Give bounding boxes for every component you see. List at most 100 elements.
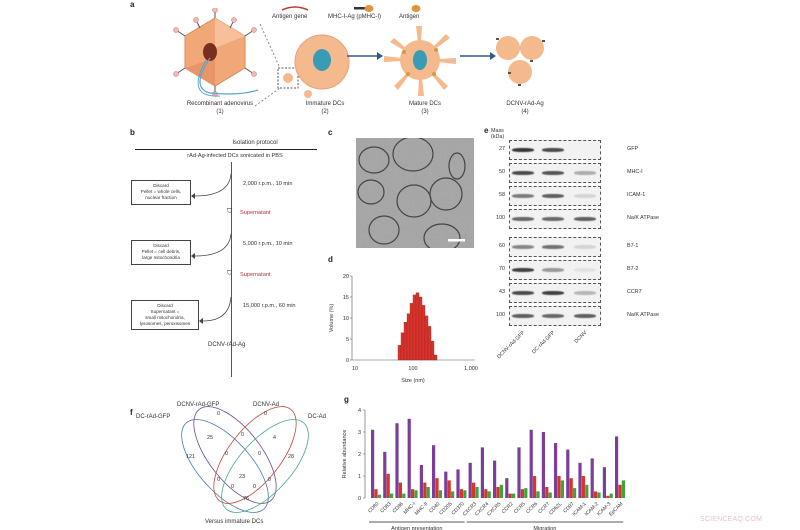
step2-caption: Immature DCs(2) — [290, 100, 360, 116]
svg-text:3: 3 — [358, 430, 361, 436]
spin-1: 2,000 r.p.m., 10 min — [243, 181, 293, 187]
svg-text:Volume (%): Volume (%) — [329, 304, 335, 333]
blot-band — [574, 194, 596, 198]
panel-d-label: d — [328, 255, 333, 264]
spin-2: 5,000 r.p.m., 10 min — [243, 241, 293, 247]
immature-dc-icon — [294, 34, 350, 90]
svg-text:5: 5 — [346, 337, 349, 343]
blot-mass: 100 — [496, 312, 505, 318]
arrow-icon — [460, 52, 496, 60]
venn-set-1: DC-rAd-GFP — [136, 414, 171, 420]
blot-mass: 100 — [496, 215, 505, 221]
venn-caption: Versus immature DCs — [205, 519, 264, 525]
svg-text:CCR6: CCR6 — [525, 501, 539, 515]
venn-n-14: 0 — [253, 484, 256, 490]
spin-3: 15,000 r.p.m., 60 min — [243, 303, 296, 309]
blot-band — [512, 171, 534, 175]
step3-num: (3) — [421, 109, 429, 115]
discard-1-l1: Discard — [153, 183, 169, 188]
legend-antigen-gene: Antigen gene — [272, 14, 308, 20]
svg-text:1: 1 — [358, 474, 361, 480]
flow-line — [231, 162, 232, 377]
step2-title: Immature DCs — [305, 101, 345, 107]
discard-2-l1: Discard — [153, 243, 169, 248]
tube-icon: ⛉ — [227, 208, 233, 215]
panel-b-label: b — [130, 128, 135, 137]
venn-n-11: 23 — [239, 474, 245, 480]
venn-n-15: 76 — [243, 496, 249, 502]
step4-caption: DCNV-rAd-Ag(4) — [495, 100, 555, 116]
svg-text:2: 2 — [358, 452, 361, 458]
legend-pmhc: MHC-I-Ag (pMHC-I) — [328, 14, 381, 20]
tem-image — [356, 138, 474, 248]
supernatant-1: Supernatant — [240, 210, 271, 216]
venn-n-8: 0 — [258, 451, 261, 457]
legend-antigen: Antigen — [399, 14, 420, 20]
venn-n-9: 28 — [288, 454, 294, 460]
step3-caption: Mature DCs(3) — [395, 100, 455, 116]
svg-text:Migration: Migration — [533, 526, 556, 530]
blot-band — [512, 245, 534, 249]
step1-num: (1) — [216, 109, 224, 115]
blot-protein-label: B7-1 — [627, 243, 639, 249]
step1-caption: Recombinant adenovirus (1) — [170, 100, 270, 116]
supernatant-2: Supernatant — [240, 272, 271, 278]
venn-set-3: DCNV-Ad — [253, 402, 280, 408]
discard-2-l2: Pellet = cell debris, — [141, 249, 181, 254]
venn-diagram — [181, 406, 309, 513]
blot-protein-label: CCR7 — [627, 289, 642, 295]
step4-num: (4) — [521, 109, 529, 115]
svg-text:10: 10 — [343, 316, 349, 322]
blot-protein-label: ICAM-1 — [627, 192, 646, 198]
discard-1-l2: Pellet = whole cells, — [140, 189, 182, 194]
svg-text:Antigen presentation: Antigen presentation — [391, 526, 442, 530]
blot-band — [574, 314, 596, 318]
venn-set-2: DCNV-rAd-GFP — [177, 402, 220, 408]
blot-band — [574, 217, 596, 221]
title-rule — [135, 149, 317, 150]
svg-text:1,000: 1,000 — [464, 366, 478, 372]
svg-text:100: 100 — [408, 366, 417, 372]
blot-mass: 60 — [499, 243, 505, 249]
blot-lane-label: DCNV-rAd-GFP — [496, 330, 527, 361]
blot-band — [512, 291, 534, 295]
blot-band — [542, 171, 564, 175]
blot-protein-label: GFP — [627, 146, 639, 152]
adenovirus-icon — [173, 8, 259, 97]
curve-arrow-icon — [191, 173, 232, 199]
blot-mass: 50 — [499, 169, 505, 175]
blot-lane-label: DC-rAd-GFP — [531, 330, 557, 356]
svg-text:0: 0 — [346, 358, 349, 364]
pmhc-icon — [354, 5, 374, 12]
blot-protein-label: B7-2 — [627, 266, 639, 272]
protocol-start: rAd-Ag-infected DCs sonicated in PBS — [187, 153, 283, 159]
arrow-icon — [347, 52, 383, 60]
svg-text:CXCR5: CXCR5 — [486, 501, 502, 517]
svg-text:Relative abundance: Relative abundance — [342, 430, 348, 479]
watermark: SCIENCEAQ.COM — [700, 516, 763, 523]
tube-icon: ⛉ — [227, 270, 233, 277]
mature-dc-icon — [384, 26, 456, 96]
svg-text:CCR5: CCR5 — [513, 501, 527, 515]
blot-mass: 70 — [499, 266, 505, 272]
discard-3-l1: Discard — [157, 303, 173, 308]
panel-a-label: a — [130, 0, 135, 9]
blot-band — [542, 148, 564, 152]
blot-band — [512, 314, 534, 318]
blot-band — [542, 245, 564, 249]
dcnv-icon — [496, 36, 545, 86]
svg-text:0: 0 — [358, 496, 361, 502]
antigen-icon — [411, 5, 421, 12]
discard-2-l3: large mitochondria — [142, 255, 180, 260]
panel-g-label: g — [344, 395, 349, 404]
blot-band — [574, 171, 596, 175]
step1-title: Recombinant adenovirus — [186, 101, 254, 107]
discard-3-l4: lysosomes, peroxisomes — [139, 321, 191, 326]
svg-text:Size (nm): Size (nm) — [401, 378, 425, 384]
svg-text:CCR2: CCR2 — [501, 501, 515, 515]
